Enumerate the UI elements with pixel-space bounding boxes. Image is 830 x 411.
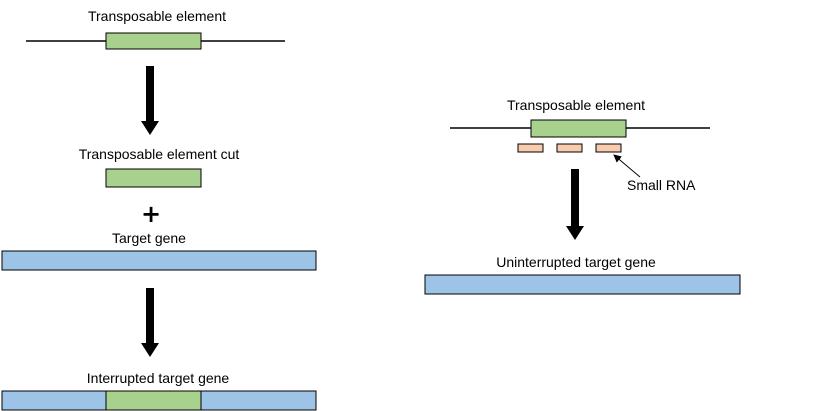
left-transposable-label: Transposable element — [88, 8, 226, 24]
left-target-label: Target gene — [112, 230, 186, 246]
left-interrupted-label: Interrupted target gene — [87, 370, 230, 386]
right-transposable-label: Transposable element — [507, 97, 645, 113]
right-transposable-element — [530, 119, 627, 138]
right-arrow — [566, 169, 584, 240]
small-rna-label: Small RNA — [627, 177, 696, 193]
left-transposable-element — [105, 32, 202, 50]
small-rna-2 — [556, 143, 583, 153]
small-rna-1 — [517, 143, 544, 153]
left-arrow-1 — [141, 66, 159, 135]
small-rna-3 — [595, 143, 622, 153]
uninterrupted-gene — [424, 274, 741, 295]
uninterrupted-label: Uninterrupted target gene — [496, 254, 656, 270]
small-rna-pointer — [613, 154, 641, 178]
left-cut-label: Transposable element cut — [79, 146, 240, 162]
left-arrow-2 — [141, 288, 159, 357]
inserted-transposable-element — [105, 390, 202, 411]
left-target-gene — [1, 250, 317, 271]
left-cut-transposable-element — [105, 168, 202, 188]
plus-sign: + — [141, 200, 161, 228]
